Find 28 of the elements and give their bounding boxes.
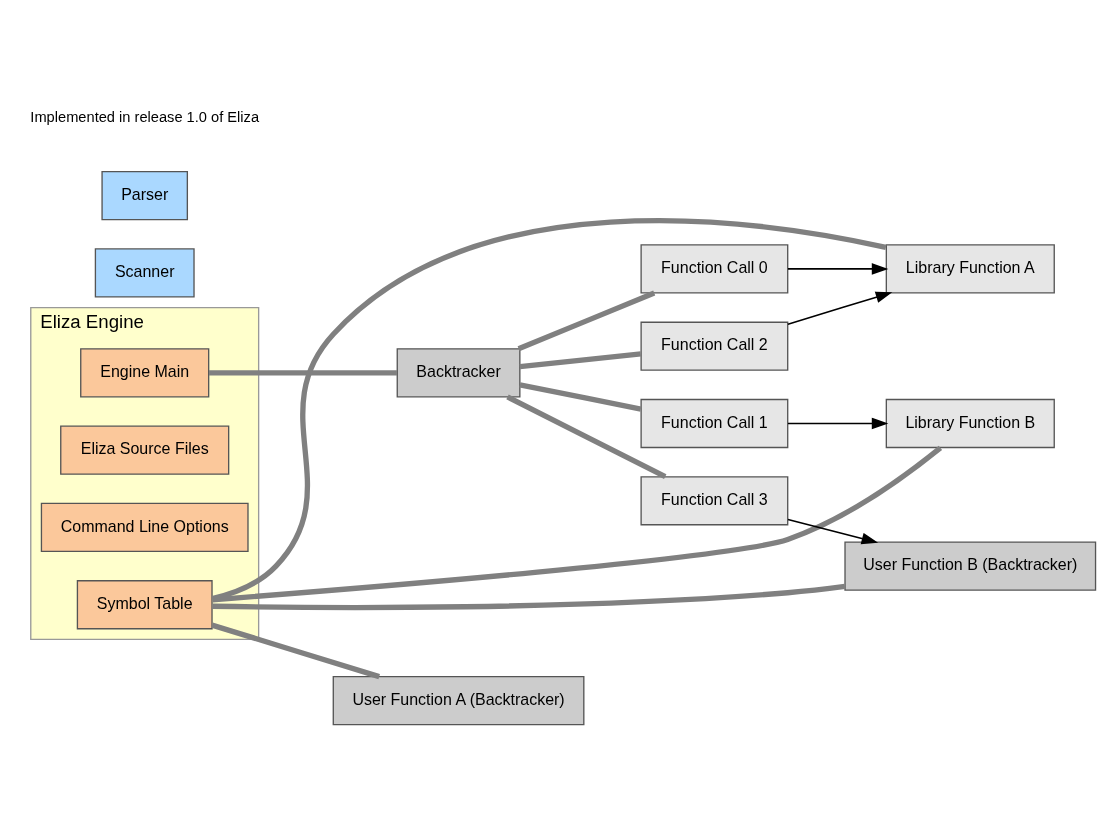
connector xyxy=(212,583,846,610)
arrow xyxy=(787,417,889,429)
node-box: Scanner xyxy=(94,247,195,298)
node-box: Function Call 0 xyxy=(640,243,789,294)
arrow xyxy=(787,291,893,325)
node-box: Engine Main xyxy=(80,347,210,397)
connector xyxy=(519,350,642,369)
connector xyxy=(519,381,642,412)
node-box: Symbol Table xyxy=(76,579,213,629)
connector xyxy=(517,290,656,351)
node-box: Function Call 3 xyxy=(640,475,789,525)
node-box: Parser xyxy=(101,170,189,220)
node-box: User Function B (Backtracker) xyxy=(844,540,1097,591)
node-box: Function Call 2 xyxy=(640,321,789,371)
node-box: Function Call 1 xyxy=(640,398,789,448)
connector xyxy=(211,622,380,679)
connector xyxy=(212,445,943,602)
arrow xyxy=(787,262,889,275)
label: Implemented in release 1.0 of Eliza xyxy=(30,108,260,125)
node-box: Eliza Source Files xyxy=(60,425,230,475)
node-box: Library Function B xyxy=(885,398,1055,448)
arrow xyxy=(787,518,879,544)
node-box: Command Line Options xyxy=(40,502,249,552)
node-box: Backtracker xyxy=(396,347,521,397)
connector xyxy=(209,369,397,375)
node-box: User Function A (Backtracker) xyxy=(332,675,585,725)
node-box: Library Function A xyxy=(885,243,1055,294)
connector xyxy=(506,394,667,479)
